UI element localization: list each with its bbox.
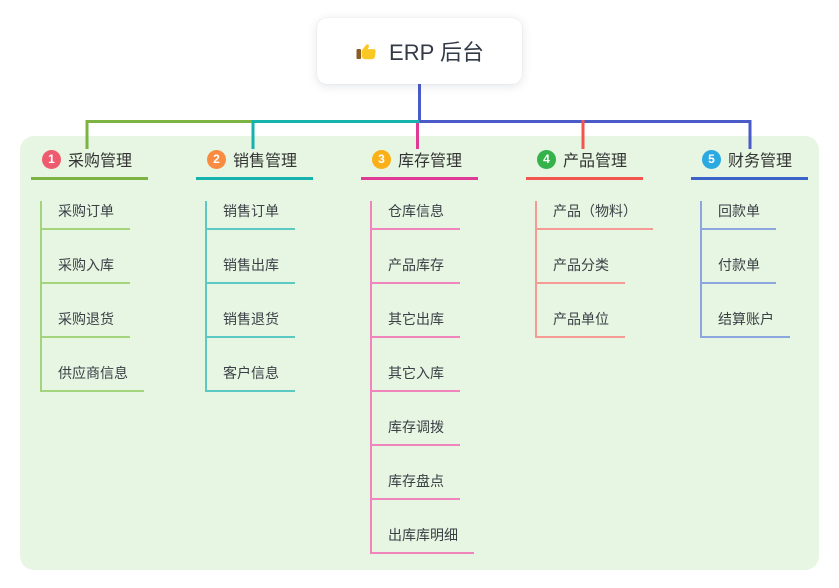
branch-title: 财务管理	[728, 153, 793, 170]
topic-item[interactable]: 其它出库	[372, 309, 526, 338]
topic-label: 仓库信息	[372, 201, 460, 230]
topic-label: 结算账户	[702, 309, 790, 338]
branch-children-finance: 回款单付款单结算账户	[700, 201, 839, 338]
topic-item[interactable]: 结算账户	[702, 309, 839, 338]
branch-sales: 2 销售管理销售订单销售出库销售退货客户信息	[196, 147, 361, 392]
branch-head-finance[interactable]: 5 财务管理	[691, 147, 808, 180]
topic-item[interactable]: 回款单	[702, 201, 839, 230]
topic-item[interactable]: 销售出库	[207, 255, 361, 284]
branch-number-badge: 2	[207, 149, 226, 169]
topic-item[interactable]: 客户信息	[207, 363, 361, 392]
branch-purchase: 1 采购管理采购订单采购入库采购退货供应商信息	[31, 147, 196, 392]
branch-number-badge: 3	[372, 149, 391, 169]
topic-label: 回款单	[702, 201, 776, 230]
topic-label: 库存调拨	[372, 417, 460, 446]
topic-label: 产品单位	[537, 309, 625, 338]
branch-number-badge: 5	[702, 149, 721, 169]
branch-head-purchase[interactable]: 1 采购管理	[31, 147, 148, 180]
topic-label: 采购入库	[42, 255, 130, 284]
branch-product: 4 产品管理产品（物料） 产品分类产品单位	[526, 147, 691, 338]
topic-item[interactable]: 采购退货	[42, 309, 196, 338]
topic-label: 产品分类	[537, 255, 625, 284]
topic-item[interactable]: 仓库信息	[372, 201, 526, 230]
topic-item[interactable]: 销售订单	[207, 201, 361, 230]
topic-label: 采购退货	[42, 309, 130, 338]
topic-label: 销售出库	[207, 255, 295, 284]
topic-label: 销售退货	[207, 309, 295, 338]
topic-label: 销售订单	[207, 201, 295, 230]
branch-title: 销售管理	[233, 153, 298, 170]
topic-item[interactable]: 产品库存	[372, 255, 526, 284]
root-node[interactable]: ERP 后台	[317, 18, 522, 84]
topic-label: 付款单	[702, 255, 776, 284]
branch-inventory: 3 库存管理仓库信息产品库存其它出库其它入库库存调拨库存盘点出库库明细	[361, 147, 526, 554]
branch-head-product[interactable]: 4 产品管理	[526, 147, 643, 180]
topic-item[interactable]: 供应商信息	[42, 363, 196, 392]
topic-item[interactable]: 采购订单	[42, 201, 196, 230]
branch-children-inventory: 仓库信息产品库存其它出库其它入库库存调拨库存盘点出库库明细	[370, 201, 526, 554]
topic-label: 出库库明细	[372, 525, 474, 554]
branch-children-product: 产品（物料） 产品分类产品单位	[535, 201, 691, 338]
topic-item[interactable]: 销售退货	[207, 309, 361, 338]
thumbs-up-icon	[355, 39, 379, 63]
topic-label: 客户信息	[207, 363, 295, 392]
topic-item[interactable]: 产品（物料）	[537, 201, 691, 230]
branch-children-sales: 销售订单销售出库销售退货客户信息	[205, 201, 361, 392]
topic-item[interactable]: 库存调拨	[372, 417, 526, 446]
branch-title: 库存管理	[398, 153, 463, 170]
branch-head-sales[interactable]: 2 销售管理	[196, 147, 313, 180]
topic-label: 产品库存	[372, 255, 460, 284]
branch-head-inventory[interactable]: 3 库存管理	[361, 147, 478, 180]
topic-item[interactable]: 采购入库	[42, 255, 196, 284]
topic-item[interactable]: 库存盘点	[372, 471, 526, 500]
branch-title: 产品管理	[563, 153, 628, 170]
topic-label: 其它入库	[372, 363, 460, 392]
topic-item[interactable]: 产品分类	[537, 255, 691, 284]
topic-item[interactable]: 付款单	[702, 255, 839, 284]
branch-title: 采购管理	[68, 153, 133, 170]
root-title: ERP 后台	[389, 40, 484, 65]
branch-children-purchase: 采购订单采购入库采购退货供应商信息	[40, 201, 196, 392]
topic-label: 采购订单	[42, 201, 130, 230]
topic-item[interactable]: 其它入库	[372, 363, 526, 392]
branch-number-badge: 1	[42, 149, 61, 169]
topic-label: 供应商信息	[42, 363, 144, 392]
topic-item[interactable]: 出库库明细	[372, 525, 526, 554]
branches-background-panel	[20, 136, 819, 570]
topic-label: 其它出库	[372, 309, 460, 338]
topic-label: 库存盘点	[372, 471, 460, 500]
branch-number-badge: 4	[537, 149, 556, 169]
topic-label: 产品（物料）	[537, 201, 653, 230]
branch-finance: 5 财务管理回款单付款单结算账户	[691, 147, 839, 338]
topic-item[interactable]: 产品单位	[537, 309, 691, 338]
